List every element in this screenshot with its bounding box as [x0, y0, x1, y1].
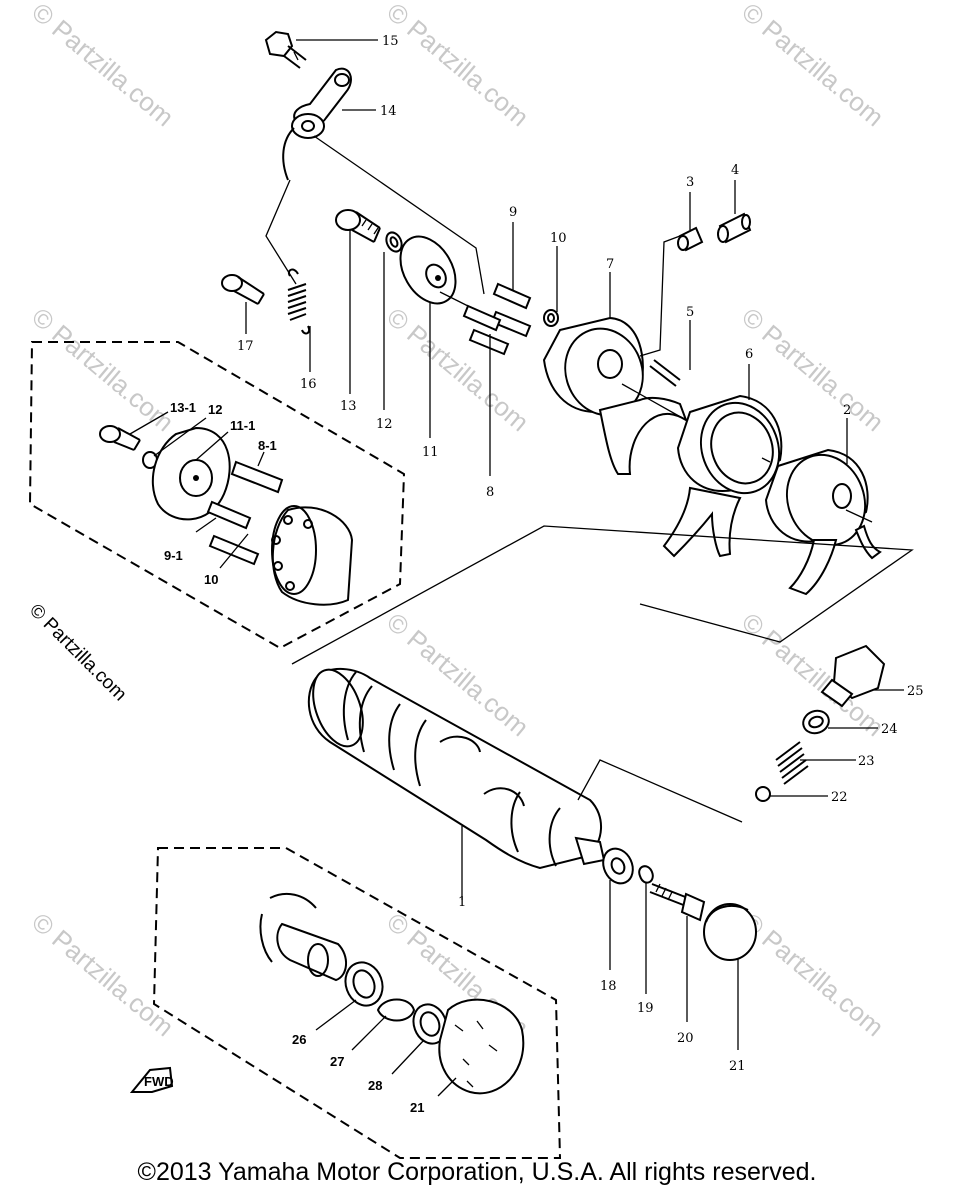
- part-25-plug: [820, 644, 886, 708]
- callout-25: 25: [907, 684, 924, 699]
- part-5-pin: [649, 359, 681, 387]
- callout-21: 21: [729, 1059, 746, 1074]
- part-19-washer: [638, 865, 654, 884]
- fwd-arrow-icon: FWD: [129, 1066, 174, 1093]
- callout-7: 7: [606, 257, 614, 272]
- callout-labels: 15 14 3 4 9 10 7 5 6 2 17 16 13 12 11 8 …: [164, 34, 924, 1115]
- callout-6: 6: [745, 347, 753, 362]
- part-4-fitting: [717, 212, 752, 244]
- watermark: © Partzilla.com: [381, 0, 534, 132]
- callout-11: 11: [422, 445, 439, 460]
- watermark: © Partzilla.com: [736, 907, 889, 1043]
- callout-12: 12: [376, 417, 393, 432]
- part-15-bolt: [264, 30, 307, 69]
- part-11-plate: [399, 235, 457, 305]
- part-14-lever: [282, 67, 352, 181]
- callout-28: 28: [368, 1078, 382, 1093]
- part-17-bolt: [221, 274, 265, 305]
- callout-9: 9: [509, 205, 517, 220]
- callout-4: 4: [731, 163, 739, 178]
- watermark-layer: © Partzilla.com © Partzilla.com © Partzi…: [26, 0, 889, 1042]
- callout-8: 8: [486, 485, 494, 500]
- callout-19: 19: [637, 1001, 654, 1016]
- copyright-notice: ©2013 Yamaha Motor Corporation, U.S.A. A…: [137, 1158, 817, 1186]
- part-7-shift-fork: [542, 316, 688, 475]
- part-23-spring: [775, 741, 809, 785]
- part-22-ball: [755, 786, 771, 802]
- callout-17: 17: [237, 339, 254, 354]
- part-24-gasket: [802, 709, 830, 735]
- callout-24: 24: [881, 722, 898, 737]
- part-6-shift-fork: [662, 394, 783, 558]
- callout-13-1: 13-1: [170, 400, 196, 415]
- part-13-bolt: [335, 209, 381, 243]
- part-21-cap: [703, 903, 757, 961]
- callout-27: 27: [330, 1054, 344, 1069]
- callout-9-1: 9-1: [164, 548, 183, 563]
- part-8-9-pins: [462, 282, 532, 356]
- callout-26: 26: [292, 1032, 306, 1047]
- part-20-bolt: [649, 883, 706, 922]
- callout-10-inset: 10: [204, 572, 218, 587]
- callout-23: 23: [858, 754, 875, 769]
- leader-lines: [129, 39, 904, 1097]
- watermark: © Partzilla.com: [736, 0, 889, 132]
- part-2-shift-fork: [764, 448, 882, 596]
- watermark: © Partzilla.com: [26, 0, 179, 132]
- callout-21-inset: 21: [410, 1100, 424, 1115]
- part-16-spring: [287, 268, 311, 335]
- callout-12-inset: 12: [208, 402, 222, 417]
- inset-box-1: [28, 341, 406, 650]
- callout-11-1: 11-1: [230, 418, 255, 433]
- part-12-washer: [385, 231, 403, 253]
- callout-13: 13: [340, 399, 357, 414]
- part-10-clip: [543, 309, 559, 327]
- callout-5: 5: [686, 305, 694, 320]
- callout-18: 18: [600, 979, 617, 994]
- callout-20: 20: [677, 1031, 694, 1046]
- watermark: © Partzilla.com: [26, 302, 179, 438]
- callout-15: 15: [382, 34, 399, 49]
- callout-16: 16: [300, 377, 317, 392]
- part-1-shift-drum: [307, 668, 606, 870]
- part-18-washer: [602, 847, 634, 885]
- callout-14: 14: [380, 104, 397, 119]
- fwd-label: FWD: [144, 1074, 174, 1089]
- inset-box-2: [152, 847, 562, 1159]
- callout-2: 2: [843, 403, 851, 418]
- callout-8-1: 8-1: [258, 438, 277, 453]
- part-3-fitting: [677, 226, 704, 252]
- callout-3: 3: [686, 175, 694, 190]
- callout-22: 22: [831, 790, 848, 805]
- callout-1: 1: [458, 895, 466, 910]
- callout-10: 10: [550, 231, 567, 246]
